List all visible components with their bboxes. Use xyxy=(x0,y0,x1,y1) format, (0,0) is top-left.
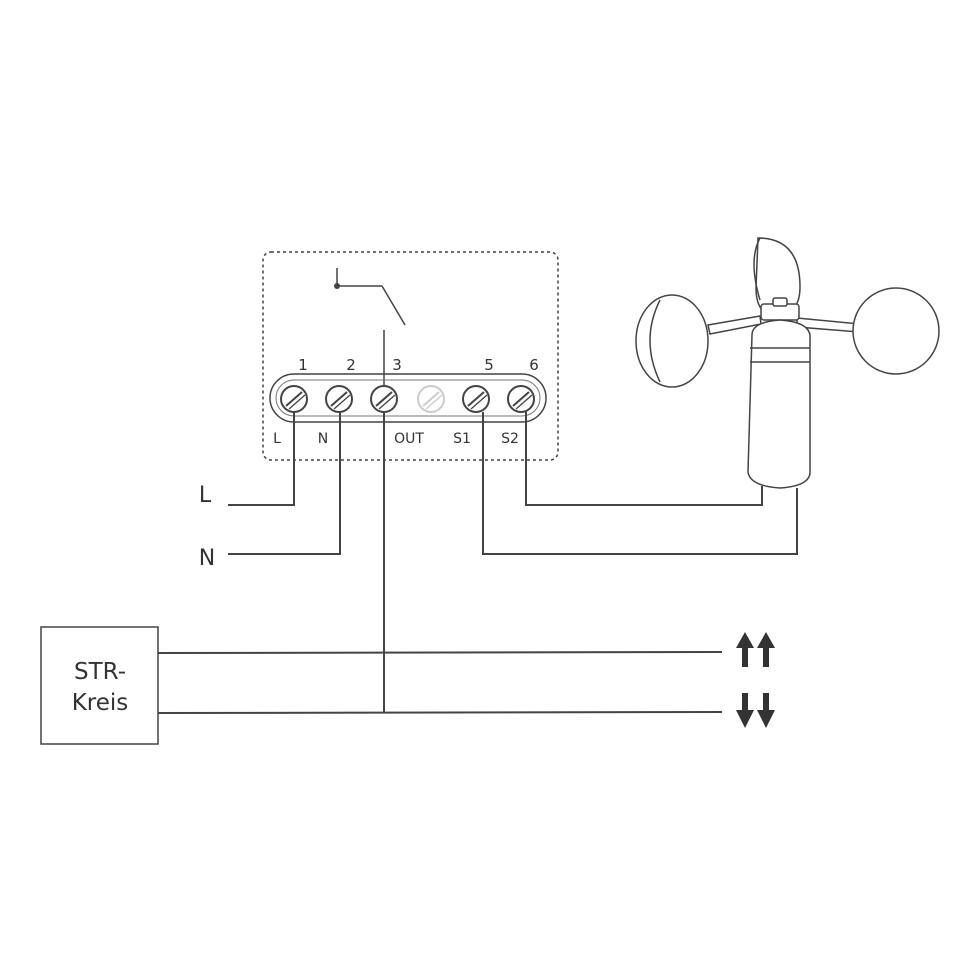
terminal-number-2: 2 xyxy=(346,356,356,374)
double-down-arrow-icon xyxy=(736,693,775,728)
wire-s1 xyxy=(482,412,798,555)
terminal-number-3: 3 xyxy=(392,356,402,374)
terminal-label-l: L xyxy=(273,431,281,447)
str-box-line2: Kreis xyxy=(72,690,129,716)
terminal-label-s1: S1 xyxy=(453,431,471,447)
terminal-number-5: 5 xyxy=(484,356,494,374)
relay-contact xyxy=(334,268,406,385)
terminal-3[interactable] xyxy=(370,385,398,413)
str-box-line1: STR- xyxy=(74,659,126,685)
terminal-number-1: 1 xyxy=(298,356,308,374)
double-up-arrow-icon xyxy=(736,632,775,667)
str-box xyxy=(40,626,159,745)
anemometer-icon xyxy=(635,237,940,489)
supply-label-n: N xyxy=(199,546,215,571)
wire-s2 xyxy=(525,412,763,506)
wire-down-line xyxy=(157,711,723,714)
terminal-6[interactable] xyxy=(507,385,535,413)
terminal-1[interactable] xyxy=(280,385,308,413)
wire-l xyxy=(228,412,295,506)
controller-housing xyxy=(262,251,559,461)
terminal-2[interactable] xyxy=(325,385,353,413)
terminal-5[interactable] xyxy=(462,385,490,413)
terminal-label-n: N xyxy=(318,431,328,447)
wire-n xyxy=(228,412,341,555)
supply-label-l: L xyxy=(199,483,212,508)
terminal-strip xyxy=(269,373,547,423)
terminal-unused xyxy=(417,385,445,413)
terminal-number-6: 6 xyxy=(529,356,539,374)
terminal-label-s2: S2 xyxy=(501,431,519,447)
terminal-label-out: OUT xyxy=(394,431,424,447)
wire-up-line xyxy=(157,651,723,654)
